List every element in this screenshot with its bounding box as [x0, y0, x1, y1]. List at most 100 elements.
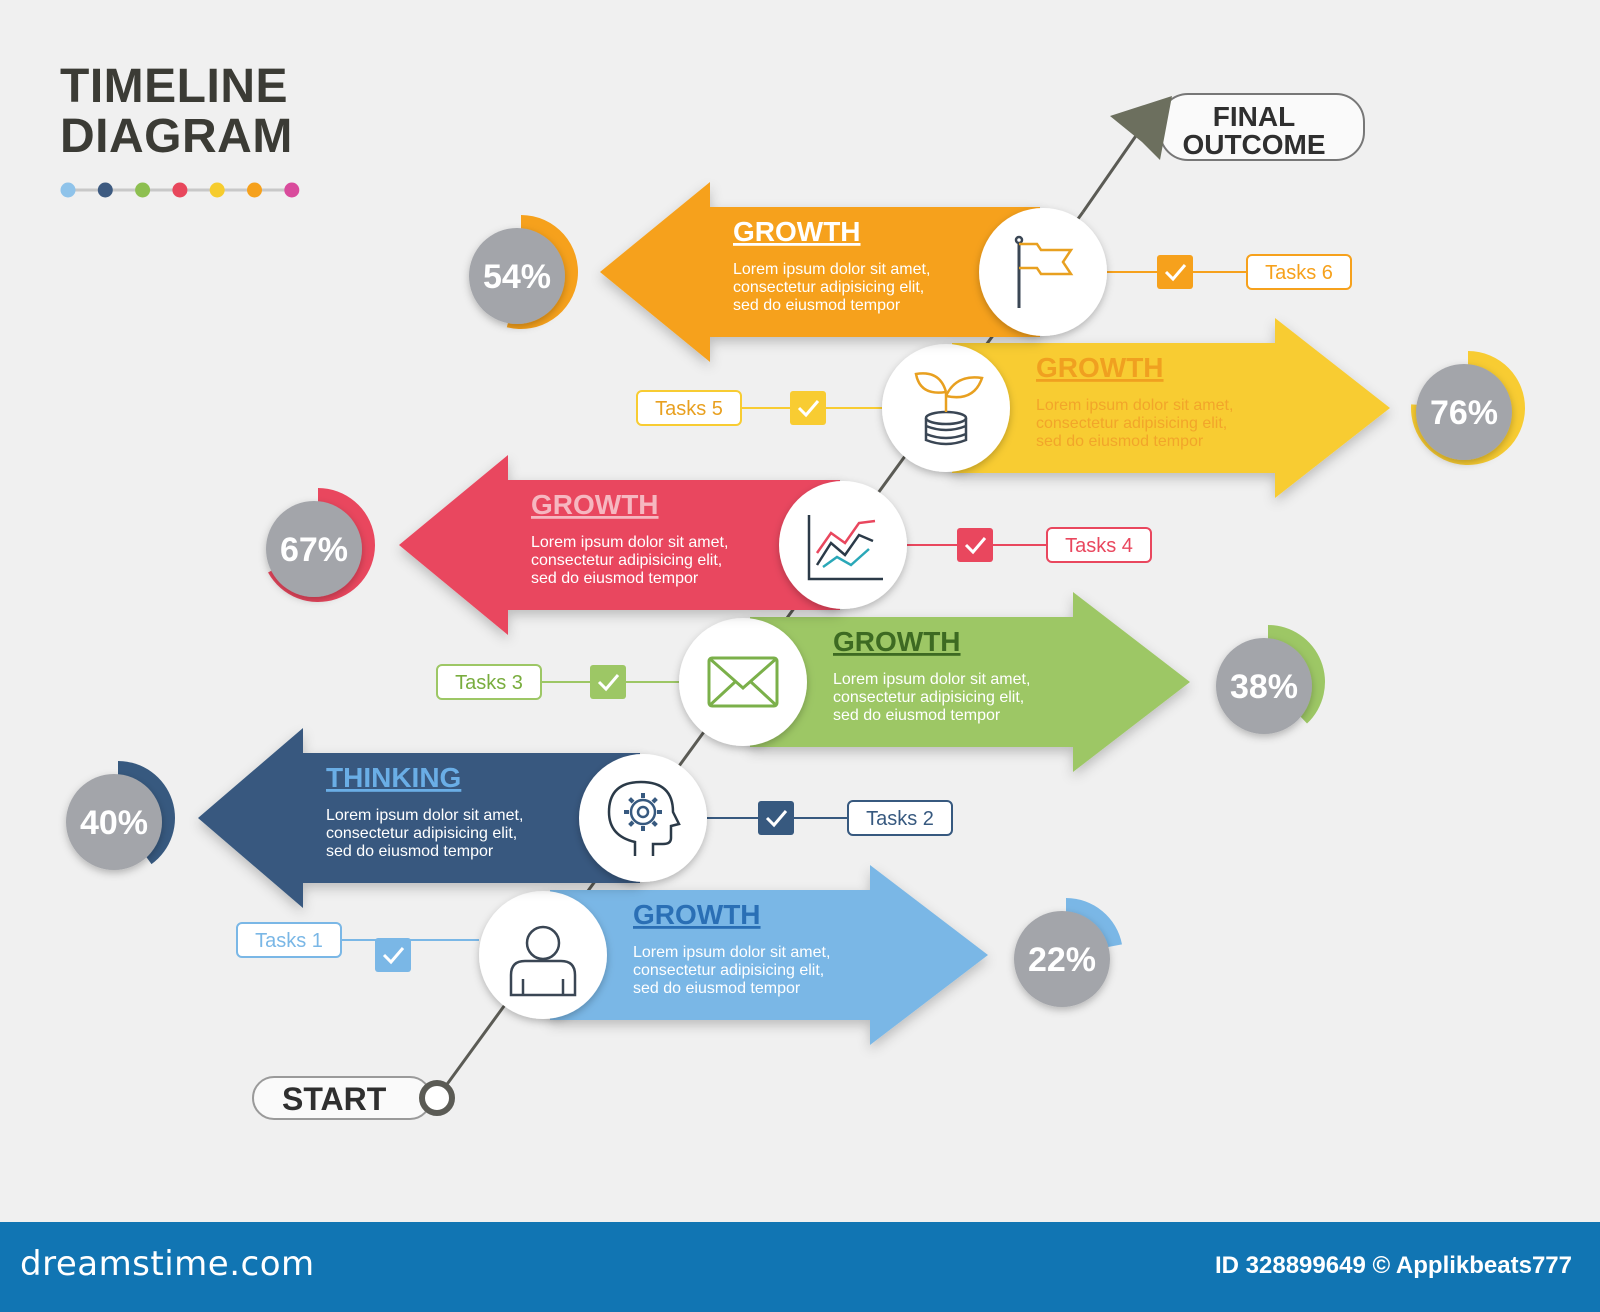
task-label: Tasks 4: [1065, 535, 1133, 557]
checkbox-fill: [1157, 255, 1193, 289]
step-title: GROWTH: [1036, 352, 1164, 383]
envelope-fold: [707, 680, 779, 708]
step-title: GROWTH: [531, 489, 659, 520]
percent-gauge: 38%: [1216, 625, 1325, 734]
percent-value: 54%: [483, 258, 551, 296]
checkbox-fill: [957, 528, 993, 562]
final-arrowhead: [1110, 96, 1172, 160]
task-label: Tasks 5: [655, 398, 723, 420]
step-arrow: [952, 318, 1390, 498]
check-icon: [597, 674, 620, 692]
percent-value: 38%: [1230, 668, 1298, 706]
timeline-diagram: GROWTH Lorem ipsum dolor sit amet, consect…: [60, 93, 1525, 1120]
check-icon: [964, 537, 987, 555]
check-icon: [797, 400, 820, 418]
coin-lines: [925, 424, 967, 440]
leaf-right: [944, 376, 984, 399]
gear-tooth: [628, 797, 635, 804]
task-label: Tasks 2: [866, 808, 934, 830]
icon-circle: [679, 618, 807, 746]
task-label-box: [236, 922, 342, 958]
envelope-icon: [707, 656, 779, 708]
final-label-line2: OUTCOME: [1182, 129, 1325, 160]
task-checkbox[interactable]: [590, 665, 626, 699]
title-line-1: TIMELINE: [60, 60, 288, 113]
step-description: consectetur adipisicing elit,: [326, 825, 517, 842]
start-node: [419, 1080, 455, 1116]
task-label-box: [636, 390, 742, 426]
percent-disc: [1416, 364, 1512, 460]
check-icon: [765, 810, 788, 828]
percent-disc: [1014, 911, 1110, 1007]
task-checkbox[interactable]: [375, 938, 411, 972]
envelope-body: [707, 656, 779, 708]
step-title: THINKING: [326, 762, 461, 793]
percent-value: 40%: [80, 804, 148, 842]
title-line-2: DIAGRAM: [60, 110, 293, 163]
task-label: Tasks 6: [1265, 262, 1333, 284]
spine-line-top: [1081, 129, 1142, 213]
percent-value: 22%: [1028, 941, 1096, 979]
step-description: Lorem ipsum dolor sit amet,: [833, 671, 1030, 688]
money-plant-icon: [914, 372, 984, 446]
percent-value: 67%: [280, 531, 348, 569]
percent-disc: [266, 501, 362, 597]
step-title: GROWTH: [733, 216, 861, 247]
task-label-box: [1046, 527, 1152, 563]
step-description: sed do eiusmod tempor: [1036, 433, 1204, 450]
checkbox-fill: [758, 801, 794, 835]
percent-gauge: 76%: [1410, 351, 1525, 465]
step-arrow: [399, 455, 840, 635]
chart-line-accent: [815, 519, 876, 554]
gear-center: [636, 805, 650, 819]
coin-stack: [924, 418, 968, 446]
chart-icon: [807, 515, 883, 581]
legend-dot: [209, 182, 225, 198]
image-id-credit: ID 328899649 © Applikbeats777: [1215, 1252, 1572, 1279]
step-arrow: [750, 592, 1190, 772]
percent-gauge: 54%: [469, 215, 579, 329]
legend-dot: [97, 182, 113, 198]
leaf-left: [914, 372, 948, 394]
checkbox-fill: [375, 938, 411, 972]
step-description: sed do eiusmod tempor: [531, 570, 699, 587]
task-checkbox[interactable]: [758, 801, 794, 835]
final-label-line1: FINAL: [1213, 101, 1295, 132]
step-description: consectetur adipisicing elit,: [733, 279, 924, 296]
task-checkbox[interactable]: [1157, 255, 1193, 289]
percent-gauge: 40%: [66, 761, 175, 870]
task-checkbox[interactable]: [957, 528, 993, 562]
percent-disc: [66, 774, 162, 870]
site-logo[interactable]: dreamstime.com: [20, 1244, 315, 1284]
task-label-box: [436, 664, 542, 700]
checkbox-fill: [790, 391, 826, 425]
task-label: Tasks 1: [255, 930, 323, 952]
percent-disc: [469, 228, 565, 324]
icon-circle: [979, 208, 1107, 336]
icon-circle: [479, 891, 607, 1019]
step-description: sed do eiusmod tempor: [633, 980, 801, 997]
step-description: sed do eiusmod tempor: [326, 843, 494, 860]
step-title: GROWTH: [633, 899, 761, 930]
step-title: GROWTH: [833, 626, 961, 657]
start-marker: START: [252, 1076, 455, 1120]
flag-icon: [1014, 235, 1074, 308]
person-head: [525, 925, 561, 961]
person-icon: [509, 925, 577, 997]
head-gear-icon: [607, 780, 681, 856]
task-checkbox[interactable]: [790, 391, 826, 425]
step-description: Lorem ipsum dolor sit amet,: [1036, 397, 1233, 414]
timeline-steps: GROWTH Lorem ipsum dolor sit amet, consect…: [66, 182, 1525, 1045]
start-label: START: [282, 1081, 387, 1117]
legend-dot: [60, 182, 76, 198]
percent-value: 76%: [1430, 394, 1498, 432]
gear-ring: [629, 798, 657, 826]
gear-tooth: [651, 797, 658, 804]
percent-gauge: 67%: [266, 488, 375, 602]
